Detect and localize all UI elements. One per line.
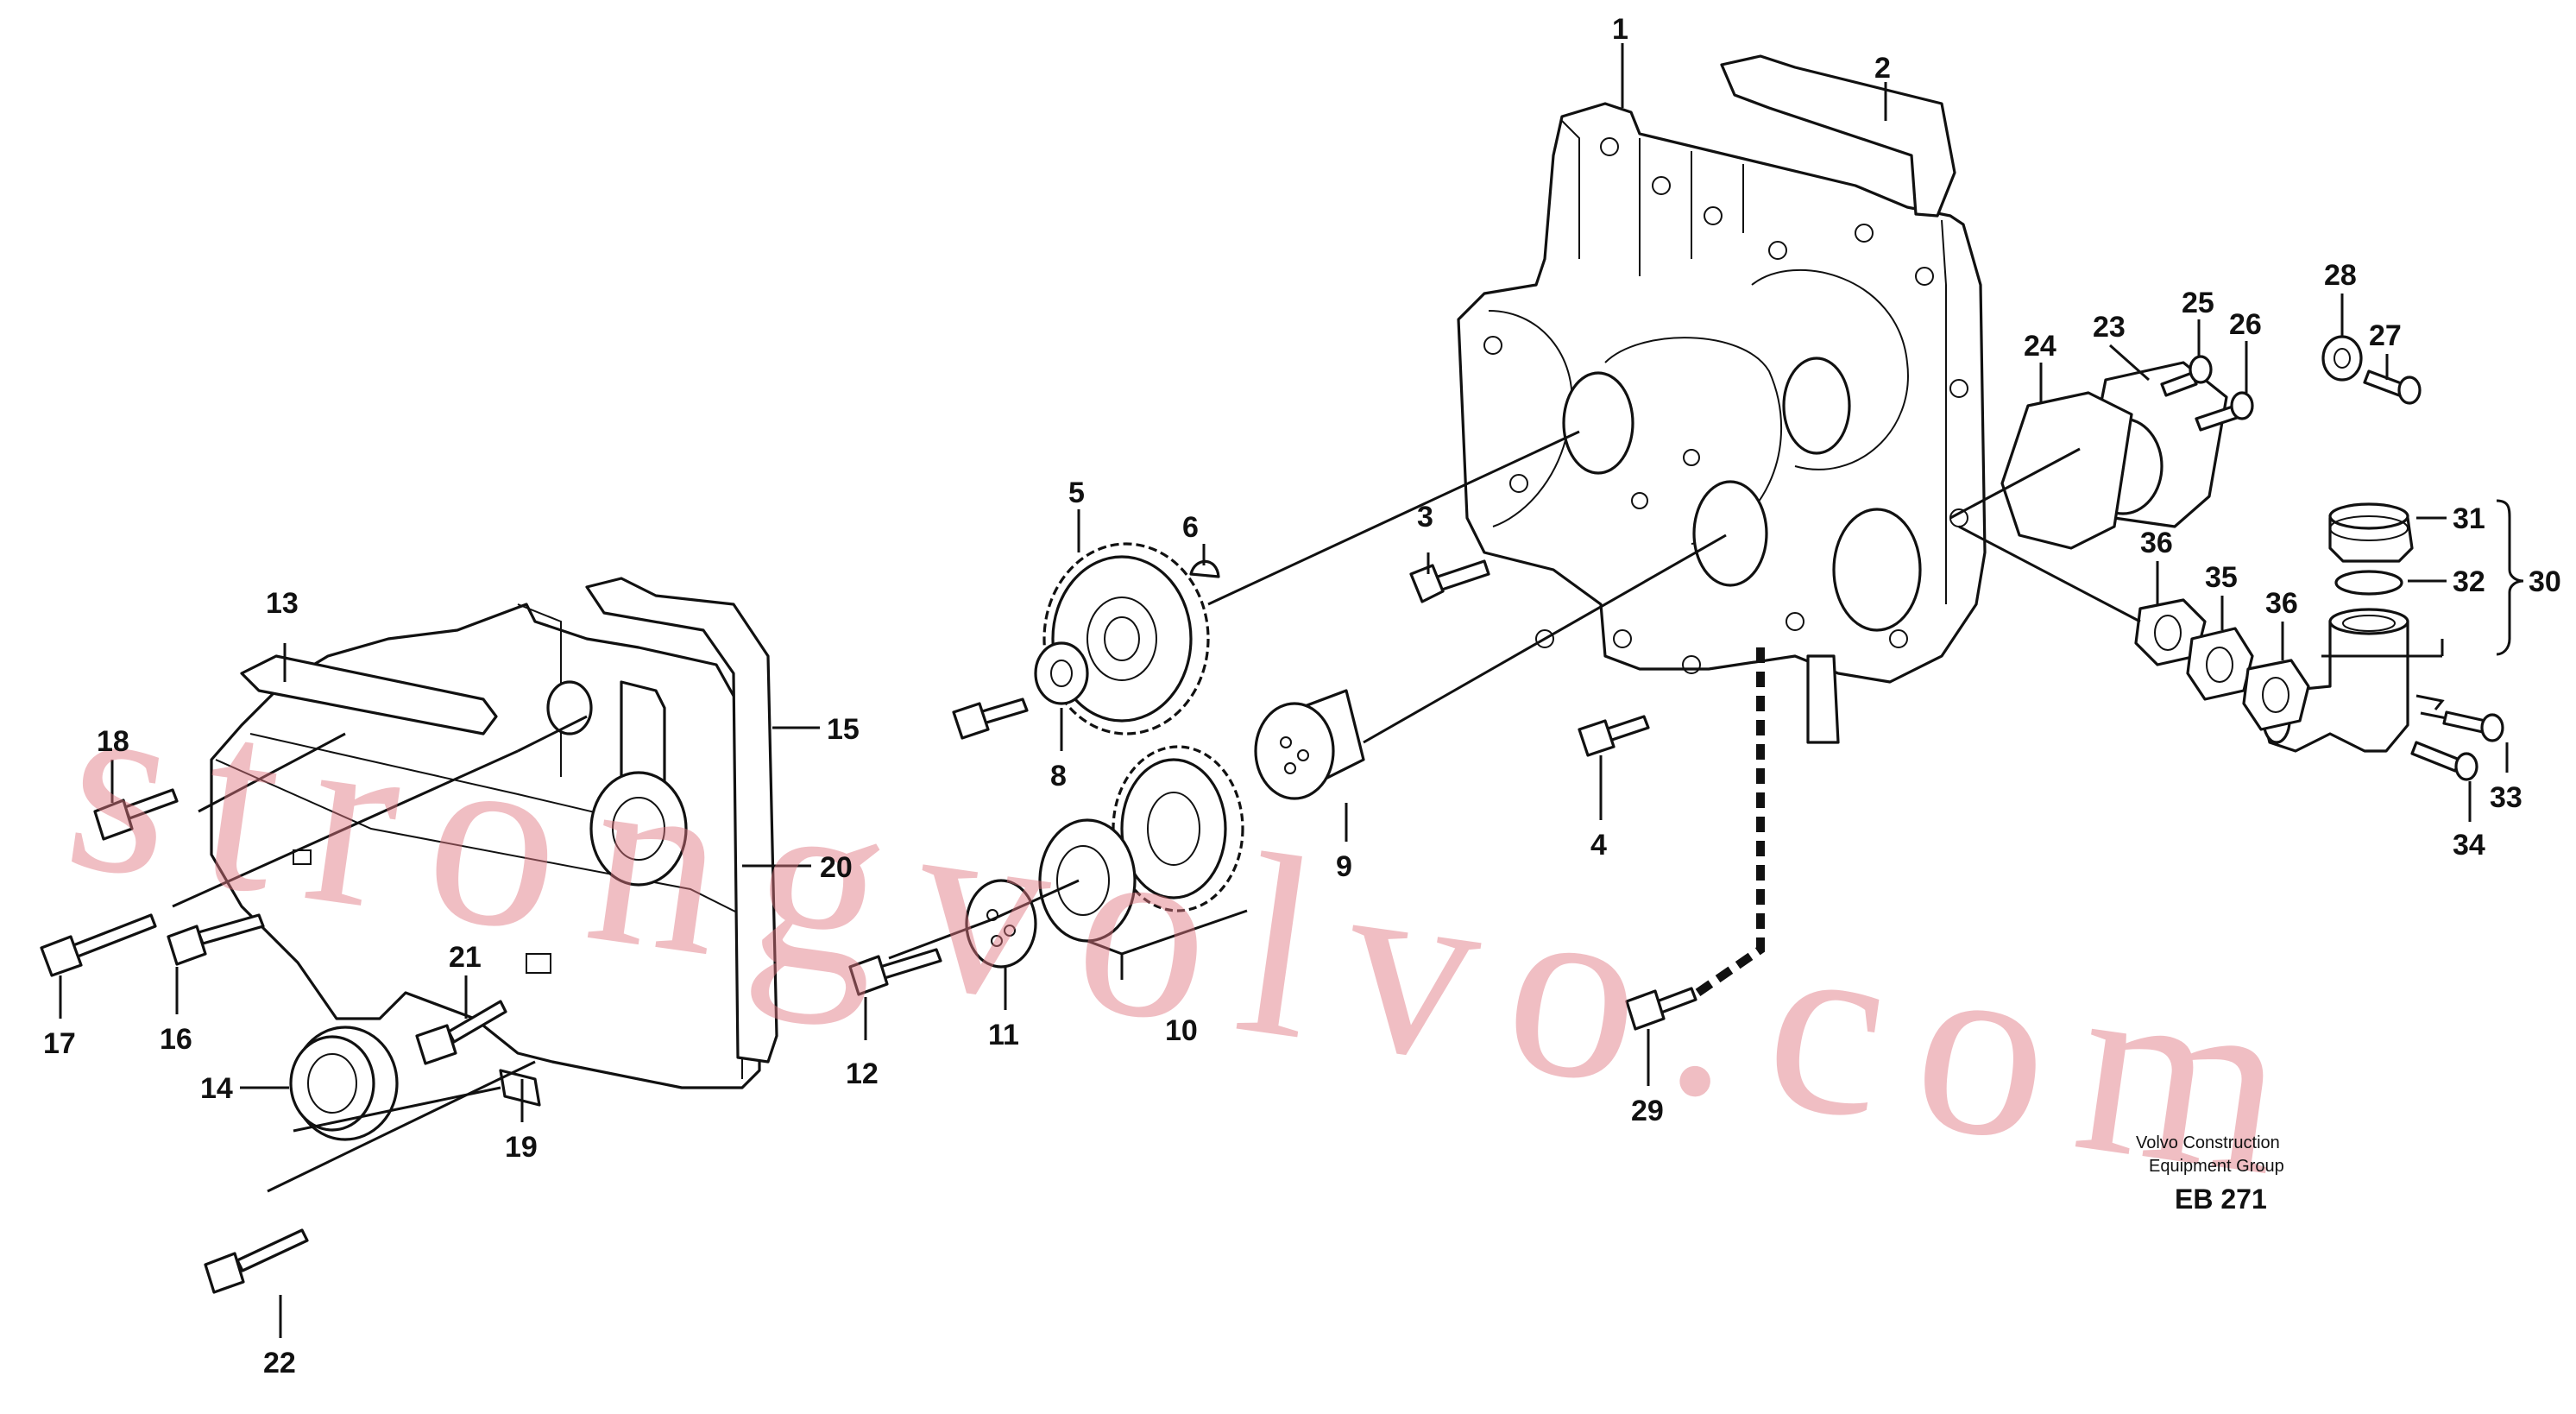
label-18: 18 [97, 725, 129, 758]
plate-gasket [2000, 391, 2133, 550]
label-20: 20 [820, 851, 853, 884]
label-35: 35 [2205, 561, 2238, 594]
flange-gaskets [2134, 598, 2310, 731]
label-31: 31 [2453, 502, 2485, 535]
label-36-left: 36 [2140, 527, 2173, 559]
label-32: 32 [2453, 565, 2485, 598]
label-11: 11 [988, 1019, 1019, 1051]
woodruff-key [1189, 559, 1220, 578]
credit-line-2: Equipment Group [2149, 1157, 2284, 1176]
label-28: 28 [2324, 259, 2357, 292]
sealing-strip [240, 654, 498, 735]
label-29: 29 [1631, 1095, 1664, 1127]
idler-gear [1042, 542, 1210, 735]
label-14: 14 [200, 1072, 233, 1105]
label-34: 34 [2453, 829, 2485, 862]
flange-screws [40, 355, 2504, 1294]
label-5: 5 [1068, 477, 1085, 509]
assembly-lines [172, 430, 2444, 1193]
casing-gasket [1720, 54, 1956, 218]
credit-line-1: Volvo Construction [2136, 1133, 2280, 1152]
crankshaft-seal [289, 1026, 399, 1141]
part-labels: 1 2 3 4 5 6 8 9 10 11 12 13 14 15 16 17 … [43, 13, 2561, 1379]
label-24: 24 [2024, 330, 2056, 363]
washer-plate [965, 879, 1037, 969]
oil-filler-cap [2328, 502, 2414, 563]
label-1: 1 [1612, 13, 1628, 46]
label-21: 21 [449, 941, 482, 974]
idler-hub [1254, 689, 1365, 800]
label-6: 6 [1182, 511, 1199, 544]
thrust-washer [1034, 641, 1089, 705]
label-22: 22 [263, 1347, 296, 1379]
label-8: 8 [1050, 760, 1067, 792]
label-2: 2 [1874, 52, 1891, 85]
label-36-right: 36 [2265, 587, 2298, 620]
publisher-credit: Volvo Construction Equipment Group EB 27… [2136, 1133, 2284, 1215]
label-9: 9 [1336, 850, 1352, 883]
spring-washer [2415, 694, 2447, 720]
cover-gasket [585, 577, 778, 1064]
watermark-text: strongvolvo.com [53, 635, 2336, 1235]
label-19: 19 [505, 1131, 538, 1164]
drawing-code: EB 271 [2175, 1184, 2267, 1215]
label-17: 17 [43, 1027, 76, 1060]
label-23: 23 [2093, 311, 2126, 344]
label-30: 30 [2529, 565, 2561, 598]
sealing-washer [2321, 335, 2363, 382]
label-33: 33 [2490, 781, 2522, 814]
label-16: 16 [160, 1023, 192, 1056]
label-27: 27 [2369, 319, 2402, 352]
double-idler-gear [1038, 745, 1244, 943]
label-13: 13 [266, 587, 299, 620]
label-25: 25 [2182, 287, 2214, 319]
label-26: 26 [2229, 308, 2262, 341]
o-ring [2334, 570, 2403, 596]
label-12: 12 [846, 1057, 879, 1090]
label-3: 3 [1417, 501, 1433, 533]
label-15: 15 [827, 713, 860, 746]
timing-gear-casing [1457, 102, 1987, 744]
label-4: 4 [1590, 829, 1607, 862]
label-10: 10 [1165, 1014, 1198, 1047]
leader-lines [59, 43, 2524, 1338]
timing-gear-cover [210, 603, 761, 1107]
